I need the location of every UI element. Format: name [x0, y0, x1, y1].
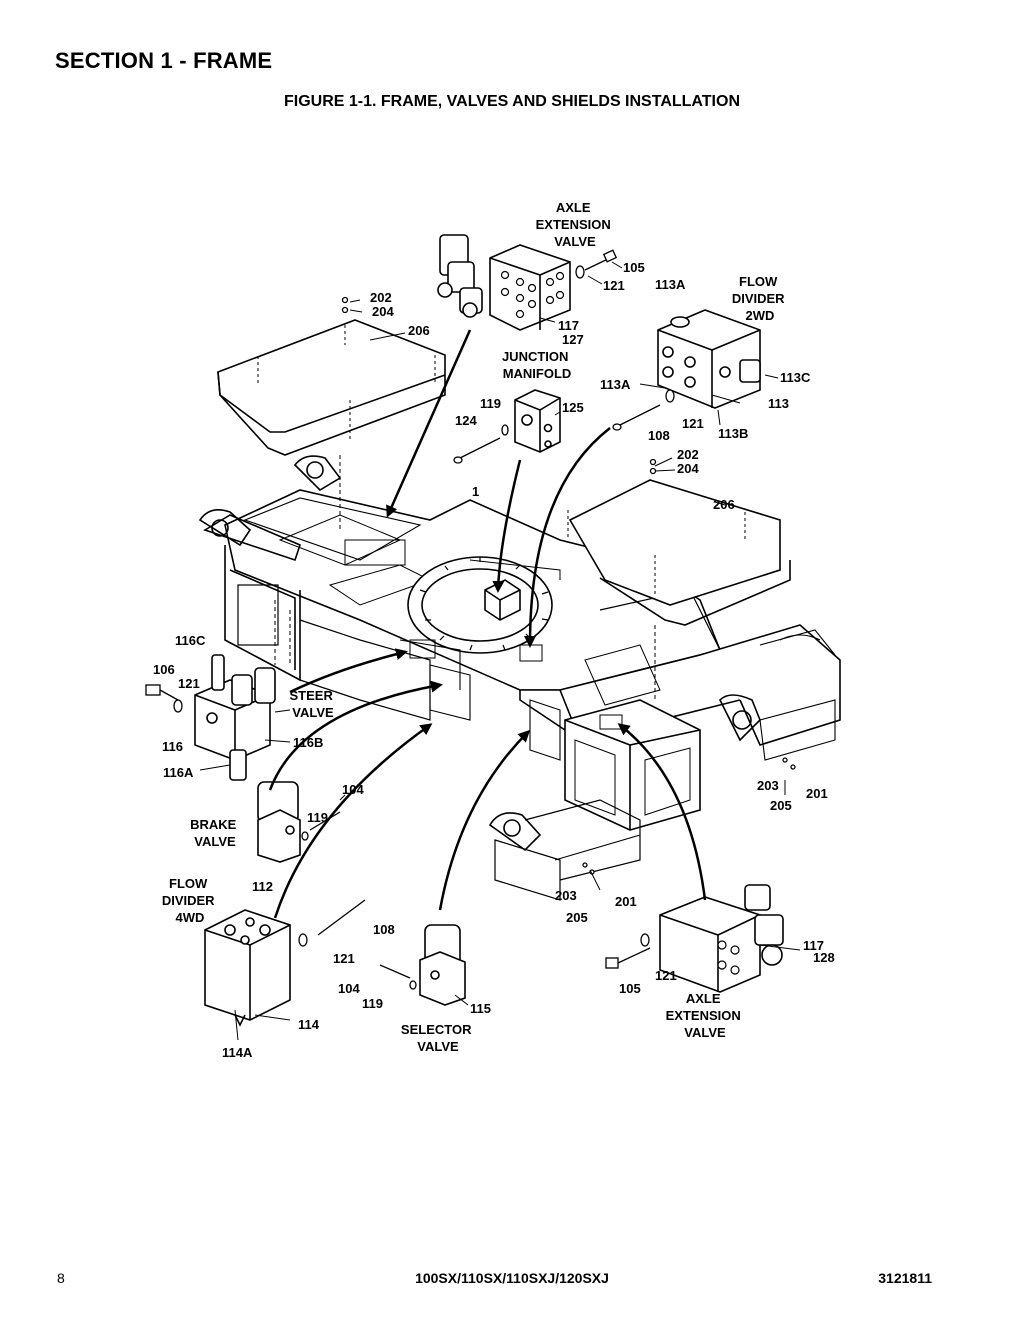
part-number: 117: [803, 938, 824, 953]
callout-junction-manifold: JUNCTION MANIFOLD: [502, 349, 572, 381]
part-number: 121: [178, 676, 200, 691]
part-number: 116B: [293, 735, 323, 750]
callout-steer-valve: STEER VALVE: [290, 688, 337, 720]
part-number: 117: [558, 318, 579, 333]
part-number: 119: [307, 810, 328, 825]
part-number: 116A: [163, 765, 194, 780]
arrow-axle-ext-top: [386, 329, 472, 518]
part-number: 202: [370, 290, 392, 305]
part-number: 206: [408, 323, 430, 338]
part-number: 128: [813, 950, 835, 965]
brake-valve: [257, 781, 301, 863]
junction-manifold: [514, 389, 561, 453]
arrow-selector: [438, 729, 531, 911]
page-number: 8: [57, 1270, 65, 1286]
shield-right: [567, 479, 791, 626]
part-number: 113: [768, 396, 789, 411]
part-number: 119: [480, 396, 501, 411]
arrow-flow-2wd: [524, 427, 611, 648]
part-number: 121: [603, 278, 625, 293]
callout-axle-extension-valve-top: AXLE EXTENSION VALVE: [536, 200, 615, 249]
part-number: 201: [615, 894, 637, 909]
part-number: 106: [153, 662, 175, 677]
part-number: 201: [806, 786, 828, 801]
part-number: 112: [252, 879, 273, 894]
part-number: 127: [562, 332, 584, 347]
part-number: 206: [713, 497, 735, 512]
flow-divider-4wd: [204, 909, 291, 1027]
part-number: 205: [566, 910, 588, 925]
arrow-junction: [492, 459, 522, 593]
axle-extension-valve-bottom: [659, 884, 784, 993]
part-number: 113A: [655, 277, 686, 292]
part-number: 203: [555, 888, 577, 903]
part-number: 116C: [175, 633, 206, 648]
part-number: 108: [648, 428, 670, 443]
installation-arrows: [268, 329, 707, 919]
document-number: 3121811: [878, 1270, 932, 1286]
part-number: 108: [373, 922, 395, 937]
axle-extension-valve-top: [437, 234, 571, 331]
selector-valve: [419, 924, 466, 1006]
part-number: 116: [162, 739, 183, 754]
part-number: 125: [562, 400, 584, 415]
part-number: 119: [362, 996, 383, 1011]
callout-axle-extension-valve-bottom: AXLE EXTENSION VALVE: [666, 991, 745, 1040]
part-number: 104: [342, 782, 364, 797]
main-frame: [198, 455, 841, 901]
part-number: 113A: [600, 377, 631, 392]
part-number: 121: [682, 416, 704, 431]
callout-flow-divider-4wd: FLOW DIVIDER 4WD: [162, 876, 218, 925]
part-number: 124: [455, 413, 477, 428]
part-number: 113B: [718, 426, 748, 441]
part-number: 115: [470, 1001, 491, 1016]
part-number: 104: [338, 981, 360, 996]
part-number: 1: [472, 484, 479, 499]
callout-selector-valve: SELECTOR VALVE: [401, 1022, 475, 1054]
part-number: 113C: [780, 370, 811, 385]
part-number: 105: [619, 981, 641, 996]
part-number: 204: [677, 461, 699, 476]
part-number: 204: [372, 304, 394, 319]
callout-flow-divider-2wd: FLOW DIVIDER 2WD: [732, 274, 788, 323]
part-number: 202: [677, 447, 699, 462]
steer-valve: [194, 654, 276, 781]
section-title: SECTION 1 - FRAME: [55, 48, 273, 73]
callout-labels: AXLE EXTENSION VALVE FLOW DIVIDER 2WD JU…: [162, 200, 788, 1054]
figure-title: FIGURE 1-1. FRAME, VALVES AND SHIELDS IN…: [283, 93, 740, 110]
part-number: 203: [757, 778, 779, 793]
part-number: 121: [333, 951, 355, 966]
fasteners: [145, 249, 796, 990]
model-list: 100SX/110SX/110SXJ/120SXJ: [415, 1270, 609, 1286]
part-number: 121: [655, 968, 677, 983]
arrow-axle-ext-bottom: [617, 723, 707, 901]
arrow-brake: [268, 680, 443, 791]
flow-divider-2wd: [657, 309, 761, 409]
callout-brake-valve: BRAKE VALVE: [190, 817, 240, 849]
part-number: 205: [770, 798, 792, 813]
part-number-labels: 105 121 113A 202 204 206 117 127 113C 11…: [153, 260, 835, 1060]
shield-left: [217, 319, 446, 456]
part-number: 114A: [222, 1045, 253, 1060]
arrow-steer: [289, 648, 408, 694]
part-number: 114: [298, 1017, 320, 1032]
part-number: 105: [623, 260, 645, 275]
arrow-flow-4wd: [273, 723, 433, 919]
leader-lines: [199, 261, 801, 1041]
